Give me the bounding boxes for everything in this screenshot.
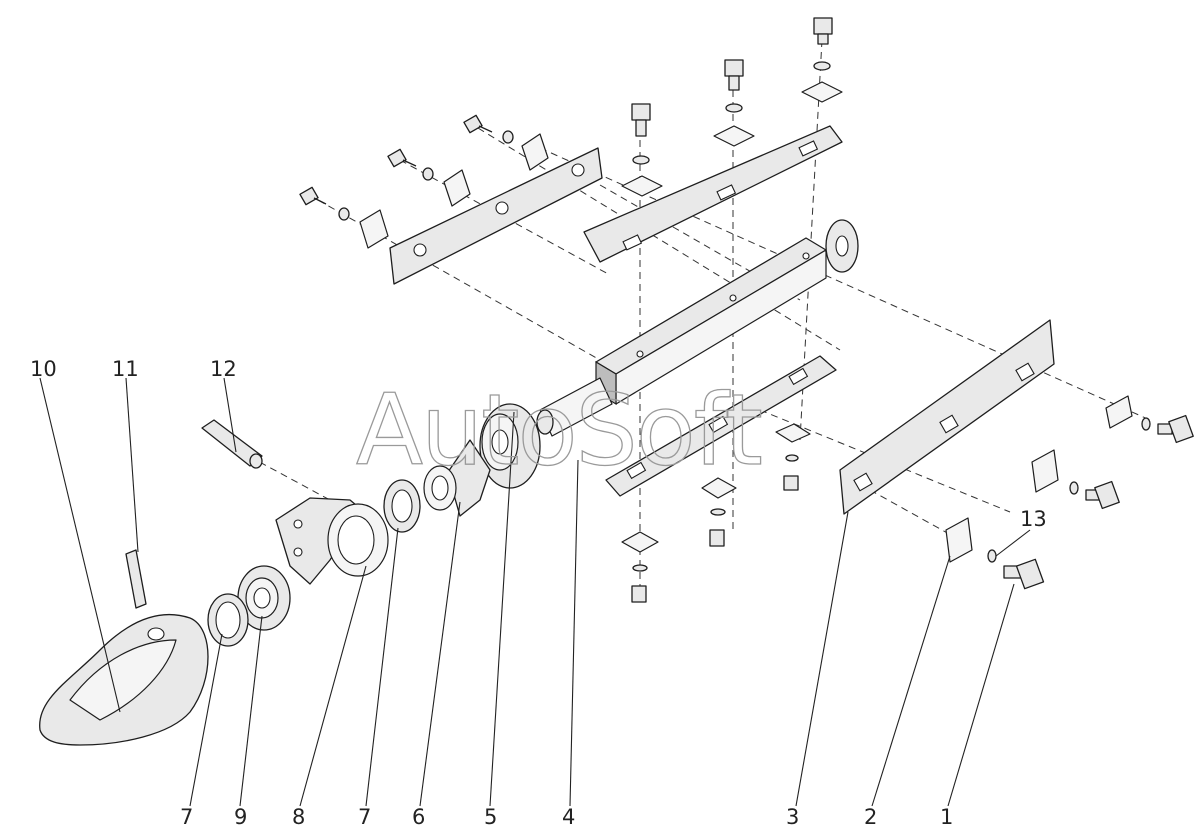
callout-4: 4 xyxy=(562,805,575,829)
washer xyxy=(1069,481,1079,495)
square-plate xyxy=(713,125,755,147)
large-disc xyxy=(479,403,541,489)
spring-pin xyxy=(125,549,147,609)
square-plate xyxy=(359,209,389,249)
bolt xyxy=(463,114,493,134)
bolt xyxy=(299,186,327,206)
left-fastener-set xyxy=(299,114,549,249)
callout-13: 13 xyxy=(1020,507,1047,531)
pivot-pin xyxy=(201,419,263,469)
callout-12: 12 xyxy=(210,357,237,381)
bolt xyxy=(1003,558,1045,590)
callout-6: 6 xyxy=(412,805,425,829)
square-plate xyxy=(701,477,737,499)
callout-9: 9 xyxy=(234,805,247,829)
sealing-ring-right xyxy=(383,479,421,533)
bolt xyxy=(631,585,647,603)
square-plate xyxy=(1105,395,1133,429)
square-plate xyxy=(621,175,663,197)
bolt xyxy=(724,59,744,91)
square-plate xyxy=(1031,449,1059,493)
washer xyxy=(338,207,350,221)
callout-10: 10 xyxy=(30,357,57,381)
washer xyxy=(987,549,997,563)
square-plate xyxy=(945,517,973,563)
left-mounting-strip xyxy=(389,147,603,285)
callout-3: 3 xyxy=(786,805,799,829)
callout-11: 11 xyxy=(112,357,139,381)
callout-labels: 10 11 12 13 7 9 8 7 6 5 4 3 2 1 xyxy=(30,357,1047,829)
square-plate xyxy=(801,81,843,103)
callout-7-left: 7 xyxy=(180,805,193,829)
auger-tip xyxy=(39,613,209,746)
callout-7-right: 7 xyxy=(358,805,371,829)
upper-support-plate xyxy=(583,125,843,263)
square-plate xyxy=(521,133,549,171)
washer xyxy=(632,155,650,165)
bolt xyxy=(1157,414,1194,444)
autosoft-watermark: AutoSoft xyxy=(355,373,764,488)
bearing xyxy=(237,565,291,631)
bottom-fastener-set xyxy=(621,423,811,603)
bearing-housing xyxy=(275,497,389,585)
square-shaft xyxy=(536,219,859,437)
bolt xyxy=(783,475,799,491)
square-plate xyxy=(775,423,811,443)
sealing-ring-left xyxy=(207,593,249,647)
right-fastener-set xyxy=(945,395,1194,590)
washer xyxy=(422,167,434,181)
washer xyxy=(813,61,831,71)
top-fastener-set xyxy=(621,17,843,197)
bolt xyxy=(1085,480,1120,510)
washer xyxy=(785,454,799,462)
callout-5: 5 xyxy=(484,805,497,829)
square-plate xyxy=(621,531,659,553)
washer xyxy=(1141,417,1151,431)
callout-1: 1 xyxy=(940,805,953,829)
callout-leaders xyxy=(39,377,1031,807)
bolt xyxy=(387,148,417,168)
callout-8: 8 xyxy=(292,805,305,829)
washer xyxy=(710,508,726,516)
right-mounting-strip xyxy=(839,319,1055,515)
washer xyxy=(632,564,648,572)
bolt xyxy=(813,17,833,45)
square-plate xyxy=(443,169,471,207)
washer xyxy=(725,103,743,113)
crown-bushing xyxy=(423,439,491,517)
watermark-text: AutoSoft xyxy=(356,374,761,488)
lower-support-plate xyxy=(605,355,837,497)
washer xyxy=(502,130,514,144)
callout-2: 2 xyxy=(864,805,877,829)
bolt xyxy=(709,529,725,547)
bolt xyxy=(631,103,651,137)
